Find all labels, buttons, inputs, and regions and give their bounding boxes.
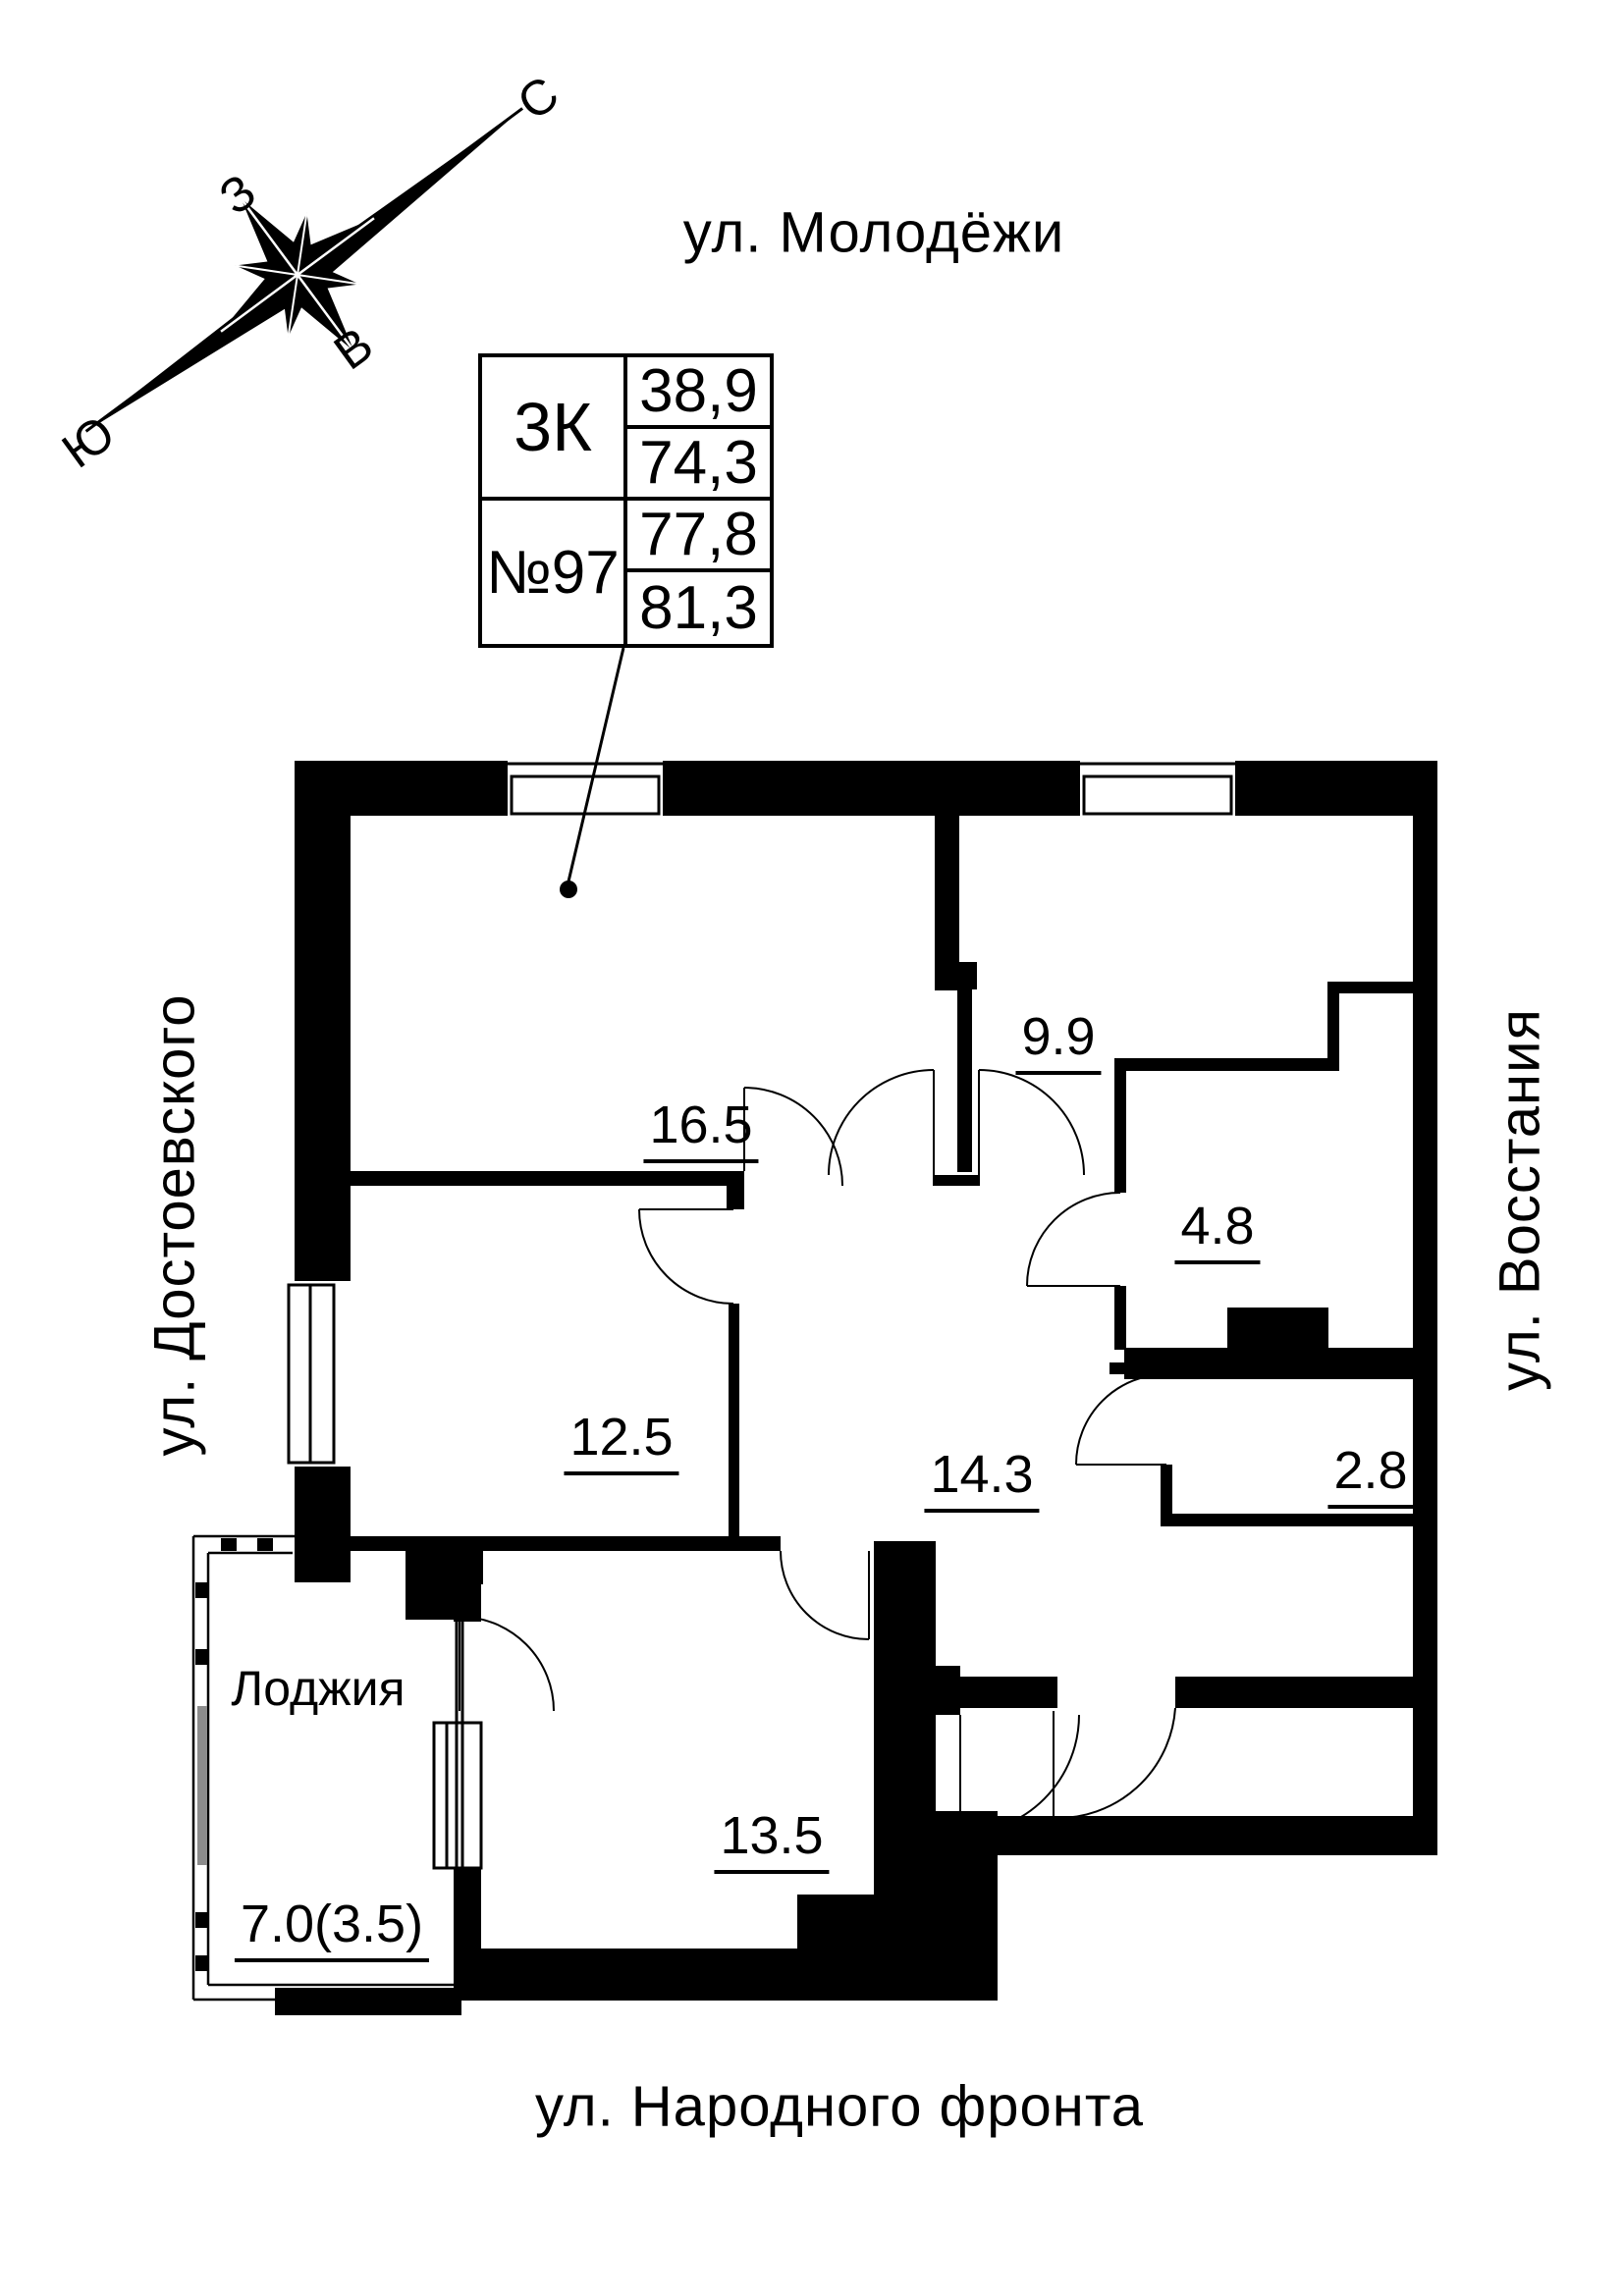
wall-divider-chunk [1227, 1308, 1328, 1348]
wall-vestibule-left [936, 1677, 1057, 1708]
wall-2-8-left [1161, 1465, 1172, 1525]
room-label-4-8: 4.8 [1174, 1196, 1261, 1264]
wall-left-upper [295, 761, 351, 1281]
loggia-glazing [191, 1534, 454, 2002]
area-value-4: 81,3 [639, 574, 758, 642]
wall-left-corner-block [295, 1537, 351, 1582]
wall-2-8-stub [1109, 1362, 1129, 1374]
wall-9-9-4-8-divider [1114, 1058, 1339, 1071]
door-12-5 [638, 1208, 734, 1305]
wall-top-right [1235, 761, 1437, 816]
compass-rose-icon [84, 107, 523, 433]
door-13-5 [780, 1550, 870, 1640]
area-value-2: 74,3 [627, 429, 770, 501]
apartment-type: 3К [482, 357, 627, 501]
door-loggia [459, 1616, 555, 1712]
window-9-9 [1080, 762, 1235, 816]
door-9-9 [978, 1069, 1085, 1176]
door-4-8 [1026, 1192, 1121, 1287]
leader-line [560, 647, 625, 898]
room-label-14-3: 14.3 [924, 1444, 1040, 1513]
wall-4-8-2-8-divider [1124, 1348, 1414, 1379]
wall-bottom [454, 1949, 998, 2001]
wall-12-5-right [729, 1304, 739, 1551]
room-label-2-8: 2.8 [1327, 1440, 1414, 1509]
wall-16-5-cap [727, 1171, 744, 1209]
wall-9-9-notch [935, 962, 977, 989]
street-bottom: ул. Народного фронта [535, 2074, 1144, 2139]
wall-bottom-right [998, 1816, 1437, 1855]
street-top: ул. Молодёжи [682, 200, 1065, 265]
wall-door-divider [957, 989, 972, 1172]
wall-balcony-bottom [454, 1868, 481, 1951]
walls [275, 761, 1437, 2015]
wall-divider-jog [1327, 982, 1339, 1071]
door-vestibule [1053, 1707, 1176, 1820]
door-2-8 [1075, 1373, 1167, 1466]
wall-column-extension [936, 1811, 998, 1953]
area-value-1: 38,9 [627, 357, 770, 429]
wall-loggia-bottom [275, 1988, 461, 2015]
wall-divider-right [1327, 982, 1413, 993]
apartment-number: №97 [482, 501, 627, 644]
wall-balcony-top2 [454, 1582, 481, 1622]
wall-top-middle [663, 761, 1080, 816]
room-label-9-9: 9.9 [1015, 1006, 1102, 1075]
loggia-area-label: 7.0(3.5) [234, 1894, 430, 1962]
wall-central-column [874, 1541, 936, 1953]
door-hall-left [828, 1069, 935, 1176]
loggia-name-label: Лоджия [231, 1661, 406, 1716]
door-16-5 [743, 1087, 843, 1187]
wall-vestibule-right [1175, 1677, 1437, 1708]
room-label-16-5: 16.5 [643, 1095, 759, 1163]
wall-9-9-left [935, 816, 959, 990]
loggia-glazing-shade [197, 1706, 207, 1865]
wall-right [1413, 761, 1437, 1855]
wall-balcony-top [432, 1551, 483, 1584]
wall-16-5-bottom [350, 1171, 744, 1186]
window-loggia-door-block [432, 1613, 483, 1870]
door-entrance [959, 1714, 1080, 1835]
doors [459, 1069, 1176, 1835]
area-value-3: 77,8 [627, 501, 770, 572]
wall-door-cap [933, 1175, 980, 1186]
apartment-info-table: 3К 38,9 74,3 №97 77,8 81,3 [478, 353, 774, 648]
wall-4-8-left-upper [1114, 1058, 1126, 1193]
wall-2-8-bottom [1161, 1514, 1414, 1526]
wall-4-8-left-lower [1114, 1286, 1126, 1350]
room-label-13-5: 13.5 [714, 1805, 830, 1874]
windows [287, 762, 1235, 1870]
street-left: ул. Достоевского [142, 993, 207, 1457]
street-right: ул. Восстания [1488, 1008, 1552, 1391]
window-16-5 [508, 762, 663, 816]
room-label-12-5: 12.5 [564, 1407, 679, 1475]
window-12-5 [287, 1283, 336, 1465]
wall-12-5-bottom [350, 1536, 781, 1551]
